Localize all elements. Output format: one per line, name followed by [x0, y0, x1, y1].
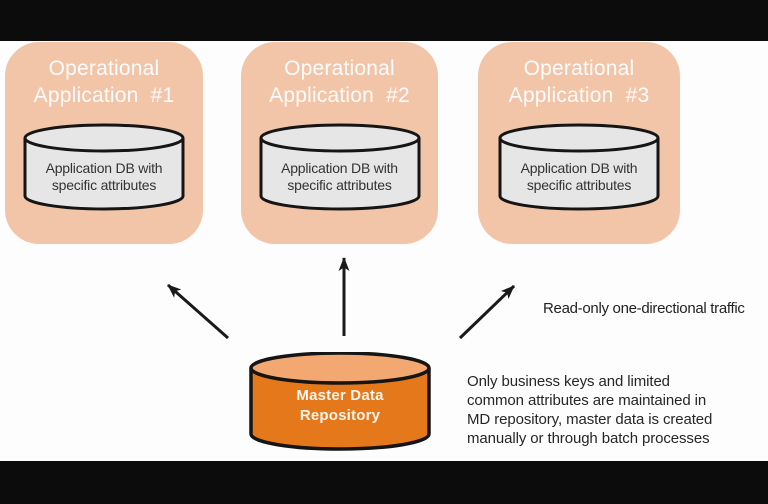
database-cylinder-icon: [23, 123, 185, 211]
app-title-3: Operational Application #3: [478, 55, 680, 109]
app-db-label-line: specific attributes: [526, 177, 632, 193]
read-only-caption: Read-only one-directional traffic: [543, 300, 745, 317]
app-title-line: Operational: [523, 57, 635, 80]
app-title-line: Application #2: [269, 84, 410, 107]
app-title-line: Operational: [48, 57, 160, 80]
app-title-2: Operational Application #2: [241, 55, 438, 109]
app-db-label-line: Application DB with: [45, 160, 163, 176]
note-line: common attributes are maintained in: [467, 392, 707, 409]
app-box-2: Operational Application #2 Application D…: [241, 42, 438, 244]
app-title-1: Operational Application #1: [5, 55, 203, 109]
master-data-repository: Master Data Repository: [248, 351, 432, 454]
note-line: MD repository, master data is created: [467, 411, 713, 428]
app-db-label-line: specific attributes: [51, 177, 157, 193]
database-cylinder-icon: [498, 123, 660, 211]
letterbox-top: [0, 0, 768, 41]
app-db-label-2: Application DB with specific attributes: [258, 160, 422, 194]
note-line: Only business keys and limited: [467, 373, 670, 390]
master-data-label: Master Data Repository: [248, 386, 432, 426]
app-db-cylinder-1: Application DB with specific attributes: [22, 122, 186, 212]
letterbox-bottom: [0, 461, 768, 504]
app-db-label-3: Application DB with specific attributes: [497, 160, 661, 194]
app-db-cylinder-3: Application DB with specific attributes: [497, 122, 661, 212]
app-box-3: Operational Application #3 Application D…: [478, 42, 680, 244]
app-db-cylinder-2: Application DB with specific attributes: [258, 122, 422, 212]
note-text: Only business keys and limited common at…: [467, 372, 712, 448]
arrow-to-app-1: [167, 283, 229, 340]
master-data-label-line: Master Data: [296, 387, 384, 404]
app-title-line: Application #3: [508, 84, 650, 107]
app-db-label-line: specific attributes: [287, 177, 392, 193]
database-cylinder-icon: [259, 123, 420, 211]
app-title-line: Operational: [284, 57, 395, 80]
app-title-line: Application #1: [33, 84, 175, 107]
master-data-label-line: Repository: [299, 407, 381, 424]
arrow-to-app-3: [458, 284, 516, 340]
note-line: manually or through batch processes: [467, 430, 710, 447]
app-db-label-1: Application DB with specific attributes: [22, 160, 186, 194]
app-db-label-line: Application DB with: [520, 160, 638, 176]
slide-canvas: Operational Application #1 Application D…: [0, 41, 768, 461]
master-data-cylinder-icon: [249, 351, 431, 451]
app-db-label-line: Application DB with: [281, 160, 398, 176]
app-box-1: Operational Application #1 Application D…: [5, 42, 203, 244]
